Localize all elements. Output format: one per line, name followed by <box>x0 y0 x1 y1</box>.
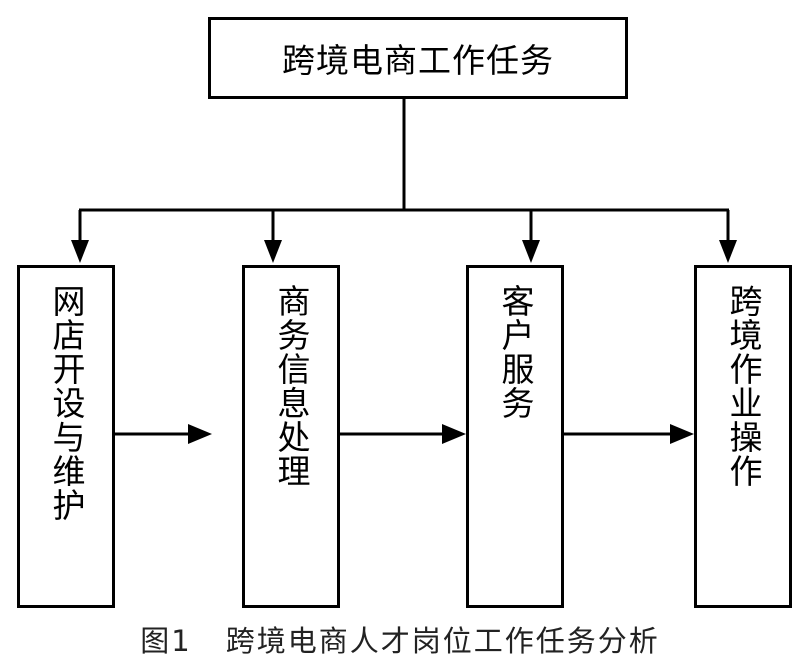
figure-title: 跨境电商人才岗位工作任务分析 <box>225 624 660 658</box>
task-label-store-setup: 网店开设与维护 <box>47 284 86 522</box>
drop-arrow-4 <box>719 240 737 263</box>
task-label-crossborder-ops: 跨境作业操作 <box>724 284 763 488</box>
flow-arrow-3-4 <box>670 424 694 444</box>
task-box-customer-service: 客户服务 <box>466 265 564 608</box>
task-box-store-setup: 网店开设与维护 <box>17 265 115 608</box>
figure-caption: 图1 跨境电商人才岗位工作任务分析 <box>0 618 800 660</box>
task-box-business-info: 商务信息处理 <box>242 265 340 608</box>
task-box-crossborder-ops: 跨境作业操作 <box>694 265 792 608</box>
drop-arrow-2 <box>264 240 282 263</box>
task-label-customer-service: 客户服务 <box>496 284 535 420</box>
drop-arrow-1 <box>71 240 89 263</box>
flow-arrow-1-2 <box>188 424 212 444</box>
figure-number: 图1 <box>140 624 192 658</box>
task-label-business-info: 商务信息处理 <box>272 284 311 488</box>
flow-arrow-2-3 <box>442 424 466 444</box>
root-task-box: 跨境电商工作任务 <box>208 17 628 99</box>
root-task-label: 跨境电商工作任务 <box>282 41 554 80</box>
drop-arrow-3 <box>522 240 540 263</box>
